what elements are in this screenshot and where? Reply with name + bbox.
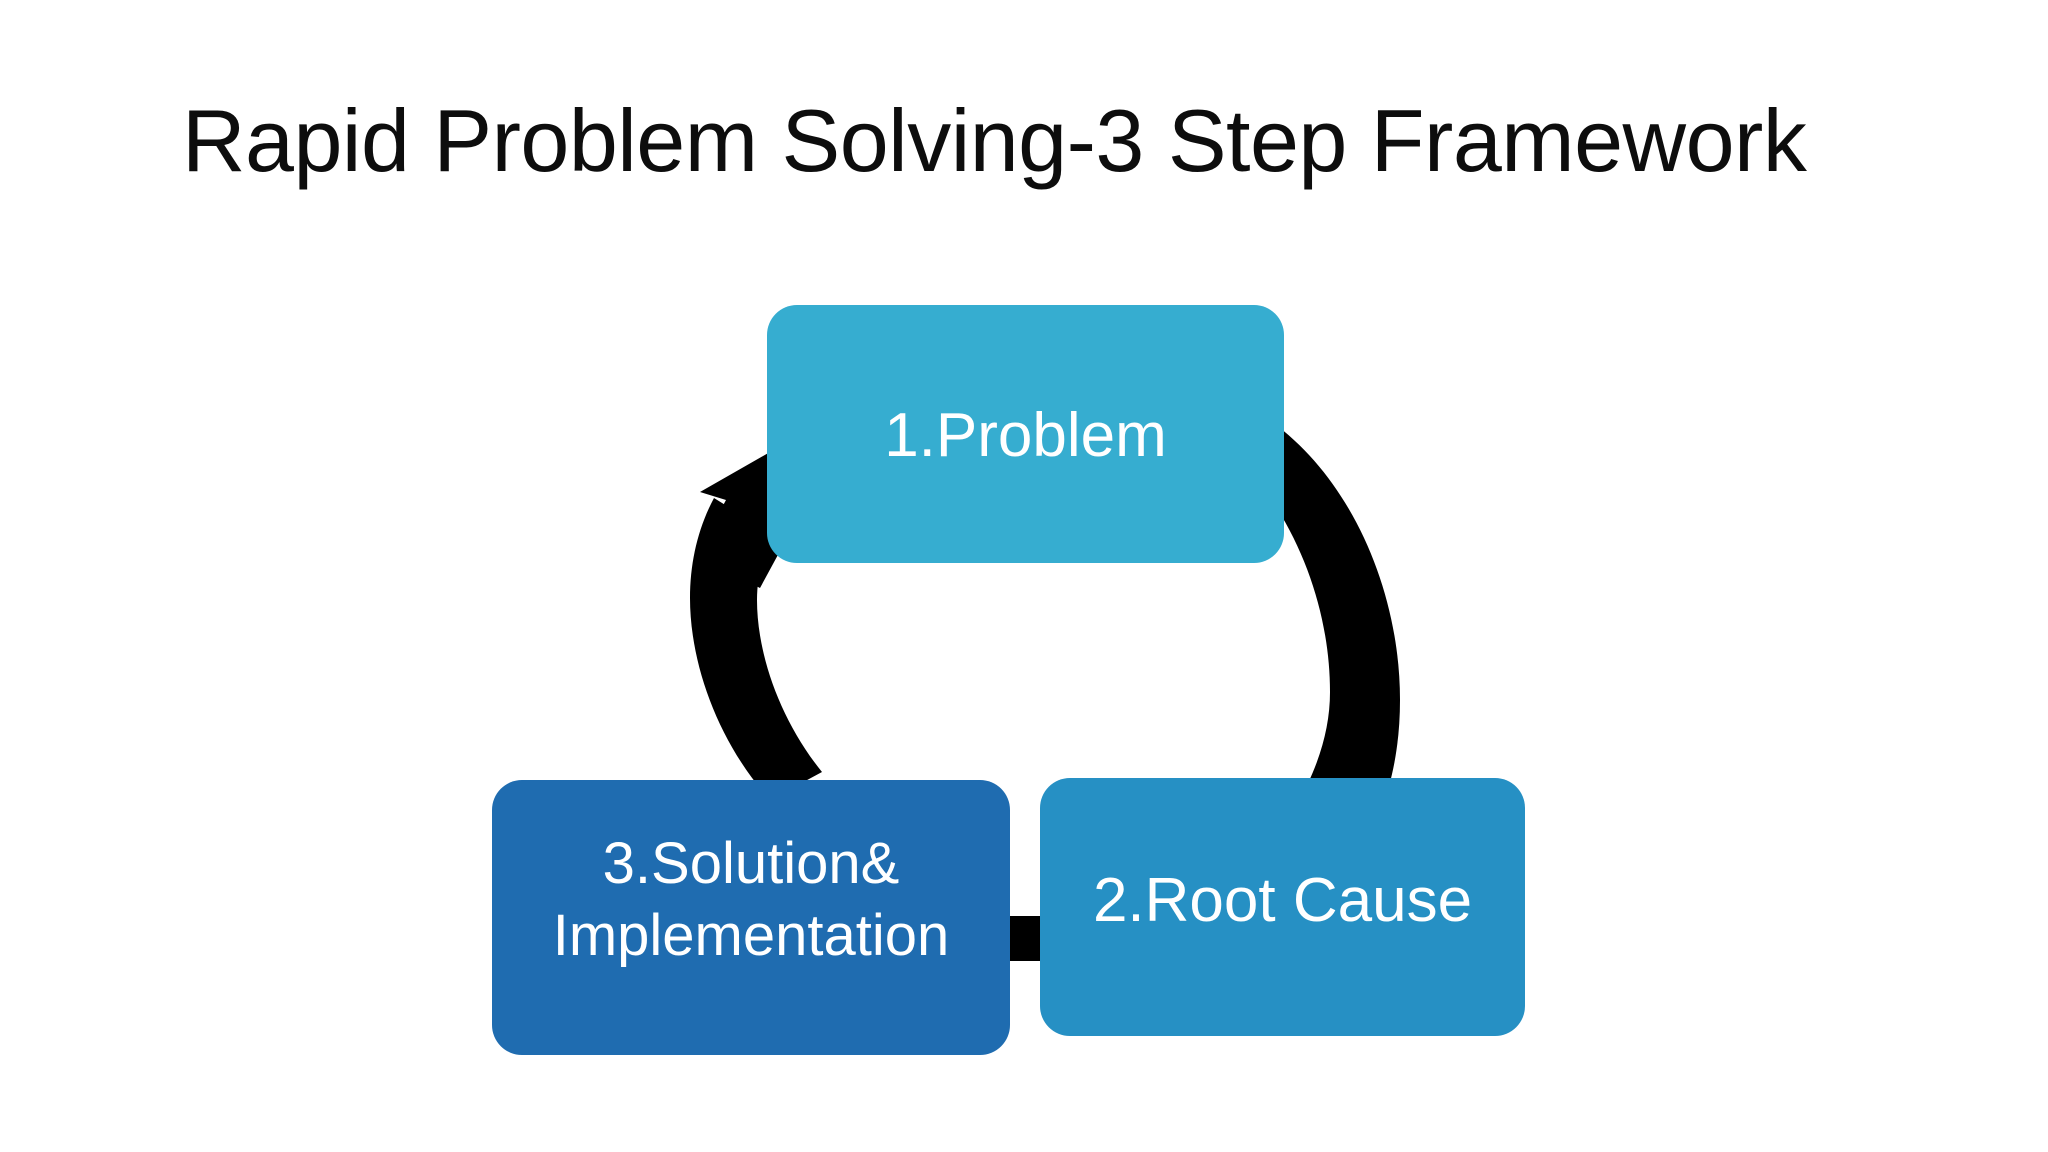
step-box-solution-line-2: Implementation	[552, 902, 950, 968]
connector-step3-to-step2	[1010, 916, 1040, 961]
page-title: Rapid Problem Solving-3 Step Framework	[182, 91, 1807, 190]
step-box-root-cause-label: 2.Root Cause	[1092, 866, 1473, 935]
step-box-solution-line-1: 3.Solution&	[602, 830, 900, 896]
step-box-solution-implementation-label: 3.Solution& Implementation	[492, 828, 1010, 972]
step-box-root-cause[interactable]: 2.Root Cause	[1040, 778, 1525, 1036]
step-box-solution-implementation[interactable]: 3.Solution& Implementation	[492, 780, 1010, 1055]
step-box-problem[interactable]: 1.Problem	[767, 305, 1284, 563]
step-box-problem-label: 1.Problem	[884, 401, 1167, 470]
